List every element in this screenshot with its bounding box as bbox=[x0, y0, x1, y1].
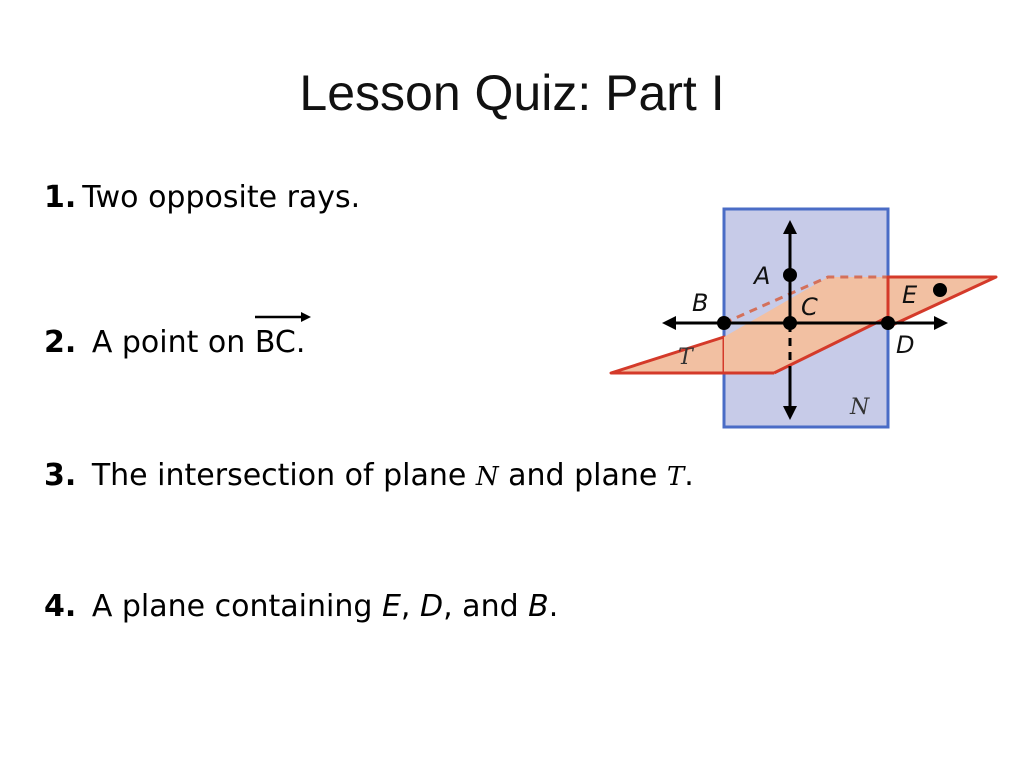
plane-t-left bbox=[609, 335, 726, 375]
question-number: 2. bbox=[44, 325, 77, 360]
question-text: A plane containing bbox=[91, 589, 382, 624]
question-2: 2. A point on BC. bbox=[44, 312, 311, 360]
question-text: , and bbox=[443, 589, 529, 624]
ray-arrow-icon bbox=[254, 312, 311, 322]
arrow-right-icon bbox=[934, 316, 948, 330]
plane-t-hidden-edge bbox=[723, 275, 888, 325]
ray-label: BC bbox=[254, 325, 296, 360]
plane-n-symbol: N bbox=[475, 462, 499, 492]
page-title: Lesson Quiz: Part I bbox=[299, 65, 725, 121]
question-text: The intersection of plane bbox=[91, 458, 476, 493]
label-b: B bbox=[692, 289, 708, 317]
plane-t-right bbox=[886, 275, 998, 329]
label-d: D bbox=[896, 331, 914, 359]
question-text: and plane bbox=[498, 458, 667, 493]
question-number: 3. bbox=[44, 458, 77, 493]
question-punct: . bbox=[548, 589, 559, 624]
label-c: C bbox=[801, 293, 818, 321]
arrow-down-icon bbox=[783, 406, 797, 420]
point-e bbox=[933, 283, 947, 297]
plane-t-front bbox=[724, 277, 888, 373]
point-d bbox=[881, 316, 895, 330]
arrow-left-icon bbox=[662, 316, 676, 330]
point-b-label: B bbox=[528, 589, 549, 624]
question-number: 1. bbox=[44, 180, 77, 215]
question-text: A point on bbox=[91, 325, 255, 360]
plane-t-symbol: T bbox=[666, 462, 685, 492]
label-e: E bbox=[902, 281, 918, 309]
arrow-up-icon bbox=[783, 220, 797, 234]
label-a: A bbox=[752, 262, 770, 290]
point-e-label: E bbox=[381, 589, 401, 624]
point-c bbox=[783, 316, 797, 330]
question-text: Two opposite rays. bbox=[82, 180, 361, 215]
question-4: 4. A plane containing E, D, and B. bbox=[44, 589, 558, 624]
question-number: 4. bbox=[44, 589, 77, 624]
question-1: 1.Two opposite rays. bbox=[44, 180, 360, 215]
ray-notation: BC bbox=[254, 312, 311, 360]
question-punct: . bbox=[684, 458, 694, 493]
point-b bbox=[717, 316, 731, 330]
label-plane-n: N bbox=[849, 395, 870, 420]
question-punct: . bbox=[295, 325, 306, 360]
question-3: 3. The intersection of plane N and plane… bbox=[44, 458, 694, 493]
planes-figure: A B C D E T N bbox=[609, 207, 998, 429]
label-plane-t: T bbox=[678, 345, 695, 370]
question-text: , bbox=[400, 589, 420, 624]
point-d-label: D bbox=[420, 589, 444, 624]
point-a bbox=[783, 268, 797, 282]
